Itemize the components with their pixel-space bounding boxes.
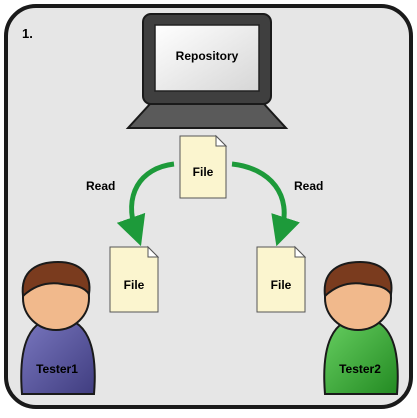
tester1-hair: [21, 260, 91, 299]
tester2-label: Tester2: [339, 362, 381, 376]
read-label-right: Read: [294, 179, 323, 193]
read-arrow-left: [116, 161, 175, 247]
source-file-fold: [215, 134, 228, 147]
step-number: 1.: [22, 26, 33, 41]
source-file-page: [179, 135, 227, 199]
panel-frame: [4, 4, 413, 409]
read-label-left: Read: [86, 179, 115, 193]
right-file-label: File: [271, 278, 292, 292]
source-file-label: File: [193, 165, 214, 179]
tester2-person-icon: Tester2: [323, 260, 399, 395]
repository-computer-icon: Repository: [125, 13, 289, 129]
repository-label: Repository: [176, 49, 239, 63]
left-file-page: [109, 246, 159, 313]
read-arrow-right: [231, 161, 300, 247]
source-file-icon: File: [179, 134, 228, 199]
left-file-fold: [147, 245, 160, 258]
right-file-page: [256, 246, 306, 313]
tester1-person-icon: Tester1: [20, 260, 96, 395]
left-file-icon: File: [109, 245, 160, 313]
right-file-fold: [294, 245, 307, 258]
tester2-hair: [323, 260, 393, 299]
left-file-label: File: [124, 278, 145, 292]
monitor-screen: [154, 24, 260, 92]
right-file-icon: File: [256, 245, 307, 313]
tester1-label: Tester1: [36, 362, 78, 376]
monitor-base: [125, 103, 289, 129]
